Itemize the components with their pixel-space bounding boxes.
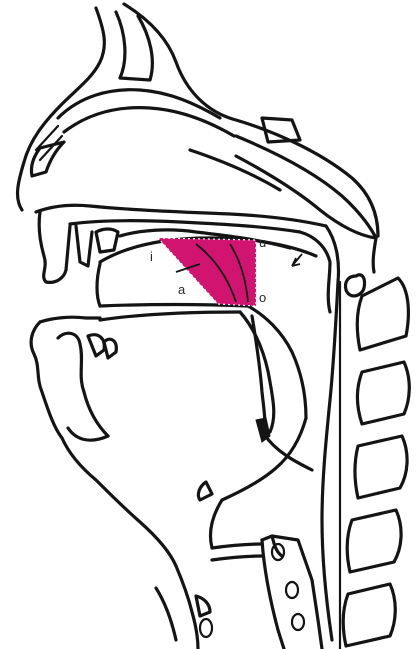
nasal-cavity <box>18 4 378 238</box>
vowel-label-i: i <box>150 249 153 264</box>
tongue-and-jaw <box>31 264 306 566</box>
cervical-spine <box>340 238 409 649</box>
vowel-arrow <box>292 254 302 266</box>
vowel-quadrilateral <box>158 238 256 306</box>
vowel-label-a: a <box>178 282 186 297</box>
vowel-label-u: u <box>259 235 266 250</box>
vowel-label-o: o <box>259 290 266 305</box>
